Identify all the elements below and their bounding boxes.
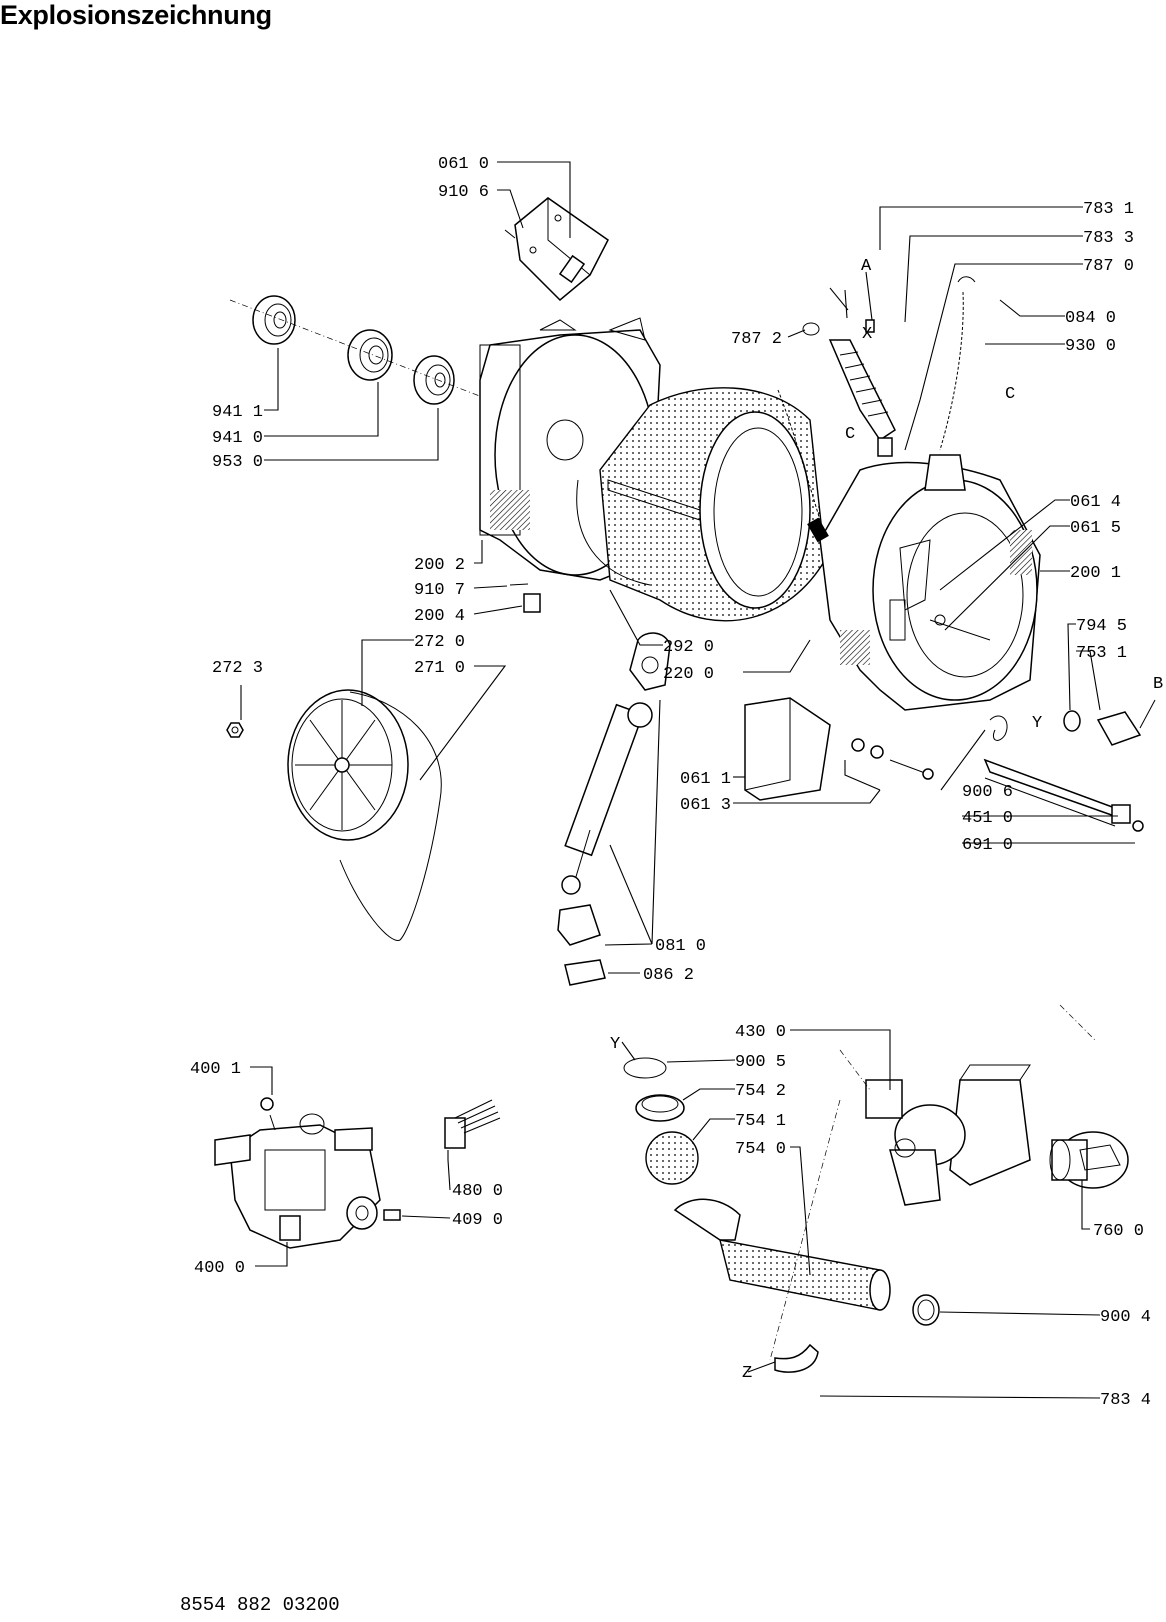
clamp-787-2 bbox=[802, 322, 820, 336]
connector-480-0 bbox=[444, 1099, 501, 1149]
marker-b: B bbox=[1153, 675, 1163, 694]
clip-900-6 bbox=[989, 715, 1008, 741]
clamp-900-4 bbox=[912, 1294, 940, 1326]
bearing-941-1 bbox=[252, 295, 296, 345]
callout-430-0: 430 0 bbox=[735, 1023, 786, 1042]
callout-400-1: 400 1 bbox=[190, 1060, 241, 1079]
callout-272-3: 272 3 bbox=[212, 659, 263, 678]
suspension-spring-left bbox=[777, 389, 821, 521]
sump-hose-part bbox=[673, 1198, 891, 1311]
callout-200-4: 200 4 bbox=[414, 607, 465, 626]
marker-x: X bbox=[862, 325, 872, 344]
callout-480-0: 480 0 bbox=[452, 1182, 503, 1201]
bearing-941-0 bbox=[347, 329, 393, 381]
callout-084-0: 084 0 bbox=[1065, 309, 1116, 328]
fitting-783-3 bbox=[865, 319, 875, 333]
callout-953-0: 953 0 bbox=[212, 453, 263, 472]
valve-753-1 bbox=[1096, 699, 1156, 746]
callout-220-0: 220 0 bbox=[663, 665, 714, 684]
callout-754-0: 754 0 bbox=[735, 1140, 786, 1159]
tub-gasket-part bbox=[576, 479, 651, 586]
door-lock-part bbox=[504, 197, 609, 302]
callout-754-1: 754 1 bbox=[735, 1112, 786, 1131]
callout-900-6: 900 6 bbox=[962, 783, 1013, 802]
callout-200-2: 200 2 bbox=[414, 556, 465, 575]
callout-292-0: 292 0 bbox=[663, 638, 714, 657]
marker-c-left: C bbox=[845, 425, 855, 444]
callout-061-0: 061 0 bbox=[438, 155, 489, 174]
callout-081-0: 081 0 bbox=[655, 937, 706, 956]
pin-783-1 bbox=[829, 287, 849, 311]
clip-200-4 bbox=[523, 593, 541, 613]
document-number: 8554 882 03200 bbox=[180, 1594, 340, 1616]
callout-451-0: 451 0 bbox=[962, 809, 1013, 828]
brush-409-0 bbox=[383, 1209, 401, 1221]
callout-783-1: 783 1 bbox=[1083, 200, 1134, 219]
callout-783-4: 783 4 bbox=[1100, 1391, 1151, 1410]
marker-y-upper: Y bbox=[1032, 714, 1042, 733]
marker-c-right: C bbox=[1005, 385, 1015, 404]
drain-pump-part bbox=[865, 1064, 1031, 1206]
callout-941-1: 941 1 bbox=[212, 403, 263, 422]
callout-271-0: 271 0 bbox=[414, 659, 465, 678]
shock-absorber-part bbox=[557, 632, 671, 986]
callout-787-0: 787 0 bbox=[1083, 257, 1134, 276]
callout-061-4: 061 4 bbox=[1070, 493, 1121, 512]
motor-part bbox=[214, 1097, 381, 1249]
bellows-hose-part bbox=[828, 339, 896, 457]
callout-086-2: 086 2 bbox=[643, 966, 694, 985]
callout-910-6: 910 6 bbox=[438, 183, 489, 202]
callout-061-1: 061 1 bbox=[680, 770, 731, 789]
callout-930-0: 930 0 bbox=[1065, 337, 1116, 356]
filter-760-0 bbox=[1049, 1131, 1129, 1189]
drive-belt-part bbox=[339, 691, 442, 941]
callout-783-3: 783 3 bbox=[1083, 229, 1134, 248]
screw-910-7 bbox=[509, 583, 529, 586]
front-tub-part bbox=[819, 454, 1041, 711]
seal-953-0 bbox=[413, 355, 455, 405]
bushing-794-5 bbox=[1063, 710, 1081, 732]
counterweight-part bbox=[744, 697, 934, 801]
marker-z: Z bbox=[742, 1364, 752, 1383]
callout-910-7: 910 7 bbox=[414, 581, 465, 600]
ball-754-1 bbox=[645, 1131, 699, 1185]
ring-900-5 bbox=[623, 1057, 667, 1079]
callout-272-0: 272 0 bbox=[414, 633, 465, 652]
callout-061-5: 061 5 bbox=[1070, 519, 1121, 538]
callout-691-0: 691 0 bbox=[962, 836, 1013, 855]
heater-element-part bbox=[983, 758, 1144, 832]
callout-760-0: 760 0 bbox=[1093, 1222, 1144, 1241]
callout-900-4: 900 4 bbox=[1100, 1308, 1151, 1327]
marker-a: A bbox=[861, 257, 872, 276]
drum-part bbox=[599, 387, 826, 622]
callout-200-1: 200 1 bbox=[1070, 564, 1121, 583]
suspension-spring-right bbox=[939, 291, 964, 451]
drum-pulley-part bbox=[287, 689, 409, 841]
callout-753-1: 753 1 bbox=[1076, 644, 1127, 663]
ring-754-2 bbox=[635, 1094, 685, 1122]
hose-783-4 bbox=[774, 1343, 819, 1373]
callout-794-5: 794 5 bbox=[1076, 617, 1127, 636]
callout-941-0: 941 0 bbox=[212, 429, 263, 448]
callout-061-3: 061 3 bbox=[680, 796, 731, 815]
callout-754-2: 754 2 bbox=[735, 1082, 786, 1101]
callout-400-0: 400 0 bbox=[194, 1259, 245, 1278]
page-title: Explosionszeichnung bbox=[0, 0, 272, 30]
callout-900-5: 900 5 bbox=[735, 1053, 786, 1072]
marker-y-lower: Y bbox=[610, 1035, 620, 1054]
callout-787-2: 787 2 bbox=[731, 330, 782, 349]
nut-272-3 bbox=[226, 722, 244, 738]
callout-409-0: 409 0 bbox=[452, 1211, 503, 1230]
